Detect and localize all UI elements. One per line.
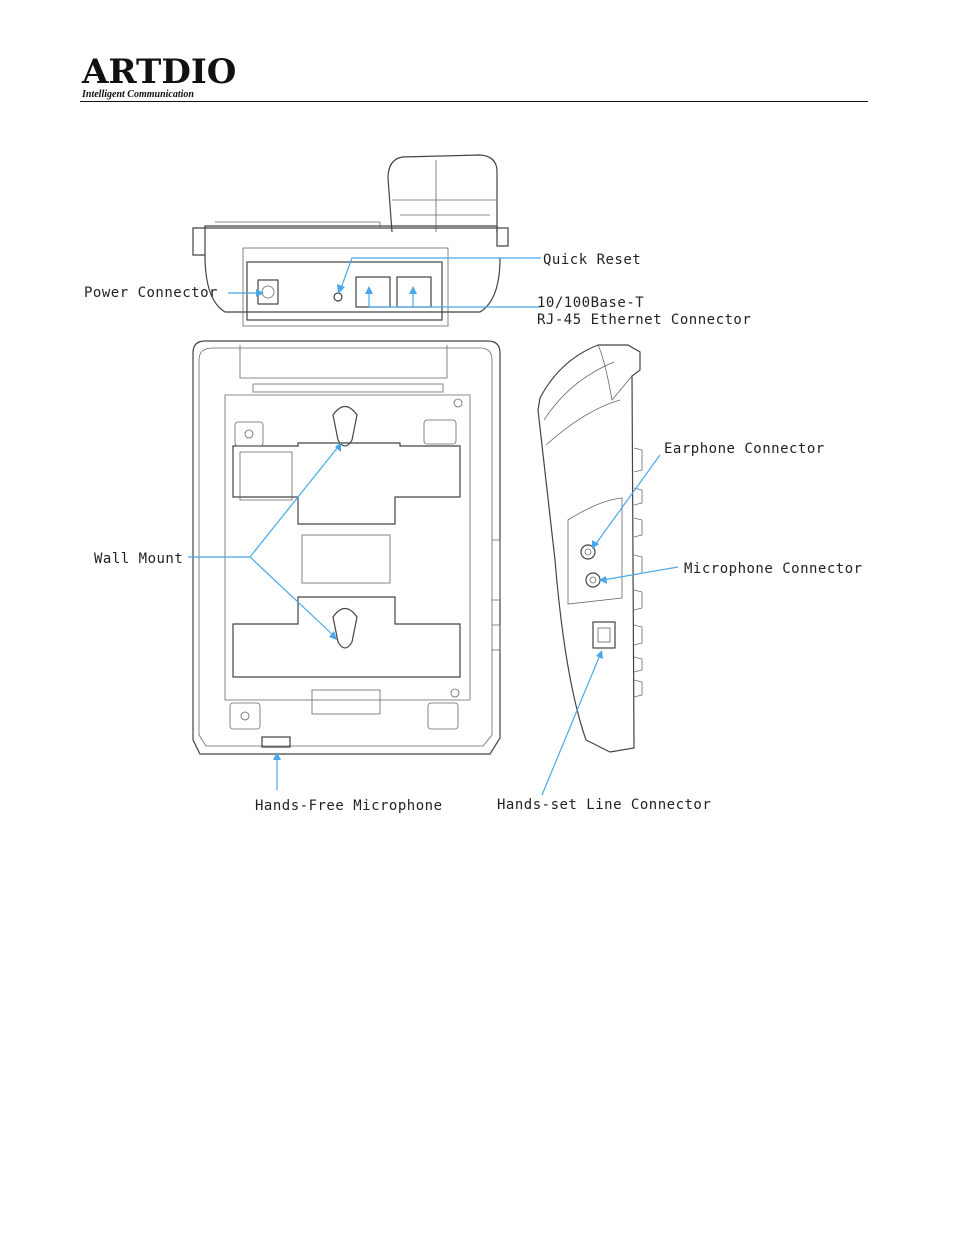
rj45-port-1 [355, 276, 391, 308]
phone-bottom-view [192, 340, 501, 755]
header-divider [80, 101, 868, 102]
leader-lines [188, 257, 679, 796]
phone-side-view [537, 344, 643, 753]
artdio-logo: ARTDIO Intelligent Communication [80, 52, 236, 102]
label-handset-line-connector: Hands-set Line Connector [497, 797, 711, 813]
handset-line-jack [592, 621, 616, 649]
phone-rear-view [192, 154, 509, 327]
label-microphone-connector: Microphone Connector [684, 561, 863, 577]
earphone-jack [580, 544, 596, 560]
logo-tagline: Intelligent Communication [82, 89, 194, 100]
label-earphone-connector: Earphone Connector [664, 441, 825, 457]
label-ethernet-line1: 10/100Base-T [537, 295, 644, 311]
label-hands-free-microphone: Hands-Free Microphone [255, 798, 443, 814]
handsfree-mic-tab [261, 736, 291, 748]
reset-hole [333, 292, 343, 302]
label-quick-reset: Quick Reset [543, 252, 641, 268]
microphone-jack [585, 572, 601, 588]
label-wall-mount: Wall Mount [94, 551, 183, 567]
keyhole-upper [332, 405, 358, 447]
connector-panel [246, 261, 443, 321]
label-power-connector: Power Connector [84, 285, 218, 301]
keyhole-lower [332, 607, 358, 649]
logo-wordmark: ARTDIO [82, 52, 237, 92]
label-ethernet-line2: RJ-45 Ethernet Connector [537, 312, 751, 328]
